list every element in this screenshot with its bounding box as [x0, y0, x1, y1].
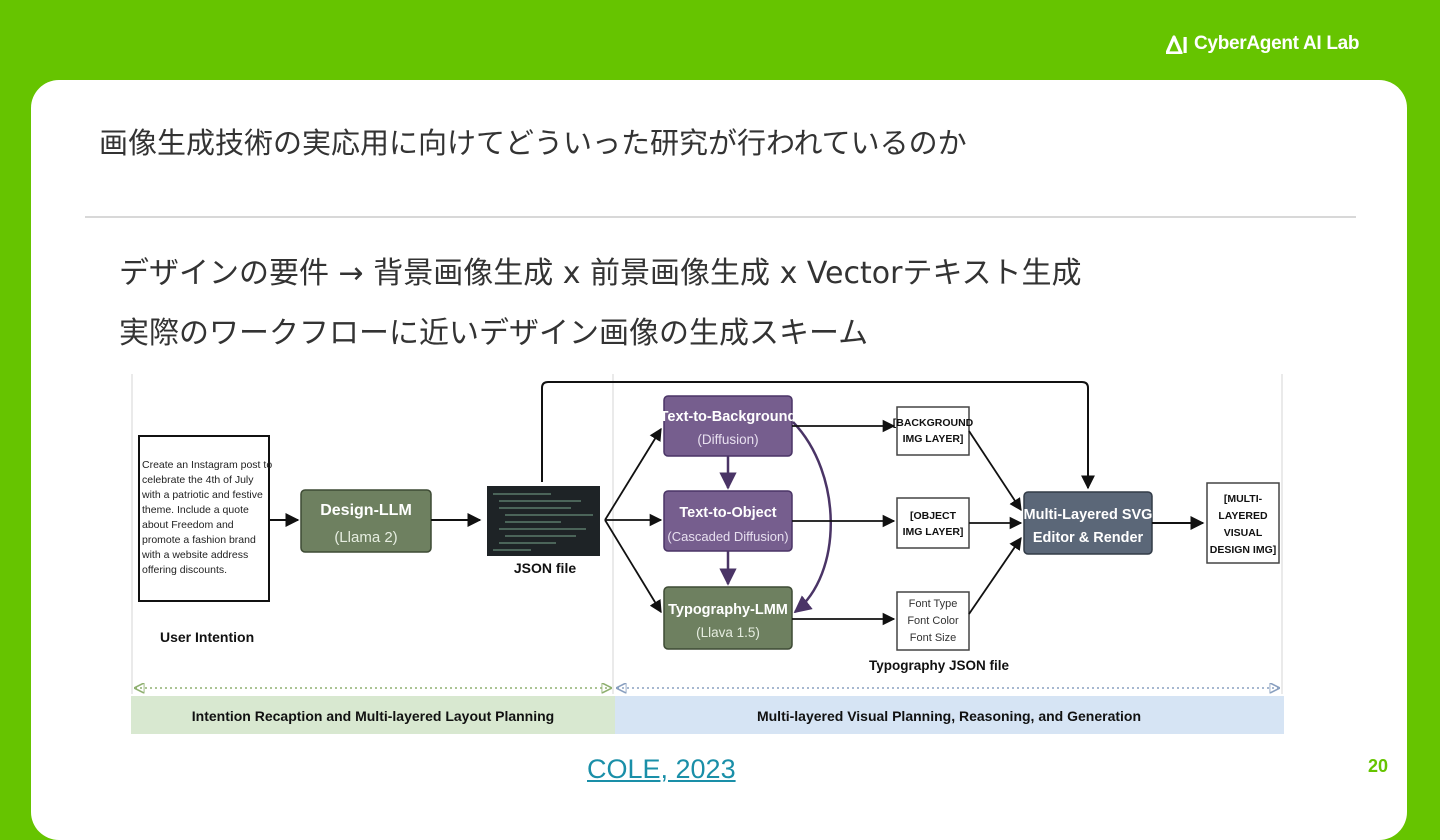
text-to-object-title: Text-to-Object — [679, 505, 776, 521]
text-to-background-sub: (Diffusion) — [697, 432, 758, 447]
output-line-3: VISUAL — [1224, 527, 1263, 539]
prompt-line: celebrate the 4th of July — [142, 474, 254, 486]
json-file-thumbnail — [487, 486, 600, 556]
obj-layer-line-2: IMG LAYER] — [903, 526, 964, 538]
obj-layer-box — [896, 497, 970, 549]
prompt-line: promote a fashion brand — [142, 534, 256, 546]
font-type: Font Type — [909, 598, 958, 610]
prompt-line: about Freedom and — [142, 519, 234, 531]
text-to-object-sub: (Cascaded Diffusion) — [667, 529, 788, 544]
prompt-line: theme. Include a quote — [142, 504, 249, 516]
output-line-2: LAYERED — [1218, 510, 1268, 522]
prompt-line: Create an Instagram post to — [142, 459, 272, 471]
arrow-json-to-background — [604, 427, 662, 521]
output-line-4: DESIGN IMG] — [1210, 544, 1277, 556]
bg-layer-line-1: [BACKGROUND — [893, 417, 974, 429]
prompt-line: with a website address — [141, 549, 248, 561]
json-code-lines — [493, 493, 593, 551]
obj-layer-line-1: [OBJECT — [910, 510, 957, 522]
json-file-label: JSON file — [514, 560, 576, 576]
font-size: Font Size — [910, 632, 956, 644]
svg-editor-title: Multi-Layered SVG — [1024, 507, 1153, 523]
arrow-bg-layer-to-editor — [968, 430, 1022, 512]
slide-title: 画像生成技術の実応用に向けてどういった研究が行われているのか — [99, 126, 967, 160]
title-divider — [85, 216, 1356, 218]
font-props-box — [896, 591, 970, 651]
brand-logo: CyberAgent AI Lab — [1166, 30, 1360, 58]
typography-json-label: Typography JSON file — [869, 658, 1010, 673]
design-llm-sub: (Llama 2) — [334, 529, 397, 546]
svg-editor-sub: Editor & Render — [1033, 530, 1144, 546]
arrow-json-to-svg-editor — [541, 381, 1095, 490]
typography-lmm-box — [663, 586, 793, 650]
font-color: Font Color — [907, 615, 959, 627]
arrow-json-to-typography — [604, 519, 662, 614]
typography-lmm-sub: (Llava 1.5) — [696, 625, 760, 640]
output-line-1: [MULTI- — [1224, 493, 1263, 505]
phase-left-label: Intention Recaption and Multi-layered La… — [192, 708, 554, 724]
arrow-font-props-to-editor — [968, 536, 1022, 615]
cole-pipeline-diagram: Create an Instagram post to celebrate th… — [131, 374, 1284, 734]
page-number: 20 — [1368, 756, 1389, 776]
phase-left-bar — [131, 696, 615, 734]
arrow-background-to-typography — [792, 421, 832, 614]
typography-lmm-title: Typography-LMM — [668, 602, 788, 618]
prompt-line: offering discounts. — [142, 564, 227, 576]
bullet-2: 実際のワークフローに近いデザイン画像の生成スキーム — [119, 316, 869, 351]
bg-layer-line-2: IMG LAYER] — [903, 433, 964, 445]
phase-right-bar — [615, 696, 1284, 734]
output-box — [1206, 482, 1280, 564]
user-prompt-box — [138, 435, 270, 602]
user-intention-label: User Intention — [160, 629, 254, 645]
citation-link[interactable]: COLE, 2023 — [587, 754, 736, 784]
prompt-line: with a patriotic and festive — [141, 489, 263, 501]
brand-name: CyberAgent AI Lab — [1194, 33, 1360, 54]
bg-layer-box — [896, 406, 970, 456]
phase-right-label: Multi-layered Visual Planning, Reasoning… — [757, 708, 1141, 724]
user-prompt-text: Create an Instagram post to celebrate th… — [141, 459, 275, 576]
design-llm-title: Design-LLM — [320, 502, 412, 519]
bullet-1: デザインの要件 → 背景画像生成 x 前景画像生成 x Vectorテキスト生成 — [119, 256, 1082, 291]
cyberagent-logo-icon — [1166, 35, 1187, 54]
text-to-background-title: Text-to-Background — [660, 409, 797, 425]
text-to-background-box — [663, 395, 793, 457]
